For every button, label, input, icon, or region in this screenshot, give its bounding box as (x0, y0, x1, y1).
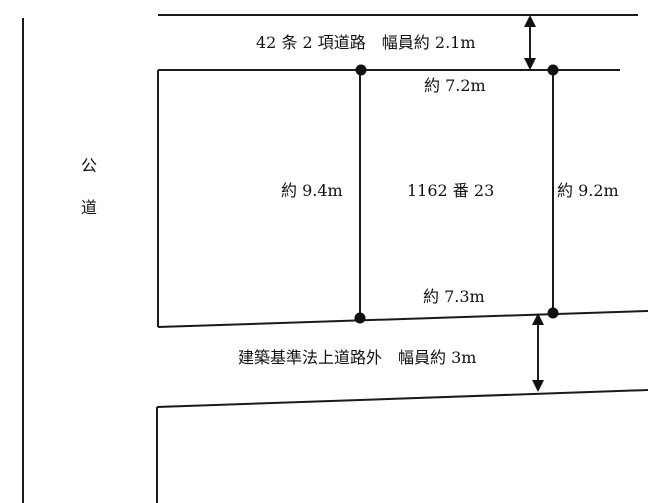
boundary-marker-icon (355, 64, 367, 76)
north-road-label: 42 条 2 項道路 幅員約 2.1m (256, 33, 476, 52)
south-road-bottom-edge (156, 389, 649, 408)
lot-bottom-edge (157, 310, 649, 328)
arrowhead-up-icon (524, 15, 536, 27)
boundary-marker-icon (354, 312, 366, 324)
arrowhead-down-icon (532, 380, 544, 392)
public-road-label-char-2: 道 (81, 198, 98, 217)
lot-number-label: 1162 番 23 (407, 181, 495, 200)
south-road-label: 建築基準法上道路外 幅員約 3m (238, 348, 477, 367)
boundary-marker-icon (547, 64, 559, 76)
lot-left-depth-label: 約 9.4m (281, 181, 343, 200)
arrowhead-down-icon (524, 58, 536, 70)
boundary-marker-icon (547, 307, 559, 319)
lot-top-width-label: 約 7.2m (424, 76, 486, 95)
arrowhead-up-icon (532, 313, 544, 325)
lot-bottom-width-label: 約 7.3m (423, 287, 485, 306)
lot-right-depth-label: 約 9.2m (557, 181, 619, 200)
public-road-label-char-1: 公 (81, 156, 98, 175)
